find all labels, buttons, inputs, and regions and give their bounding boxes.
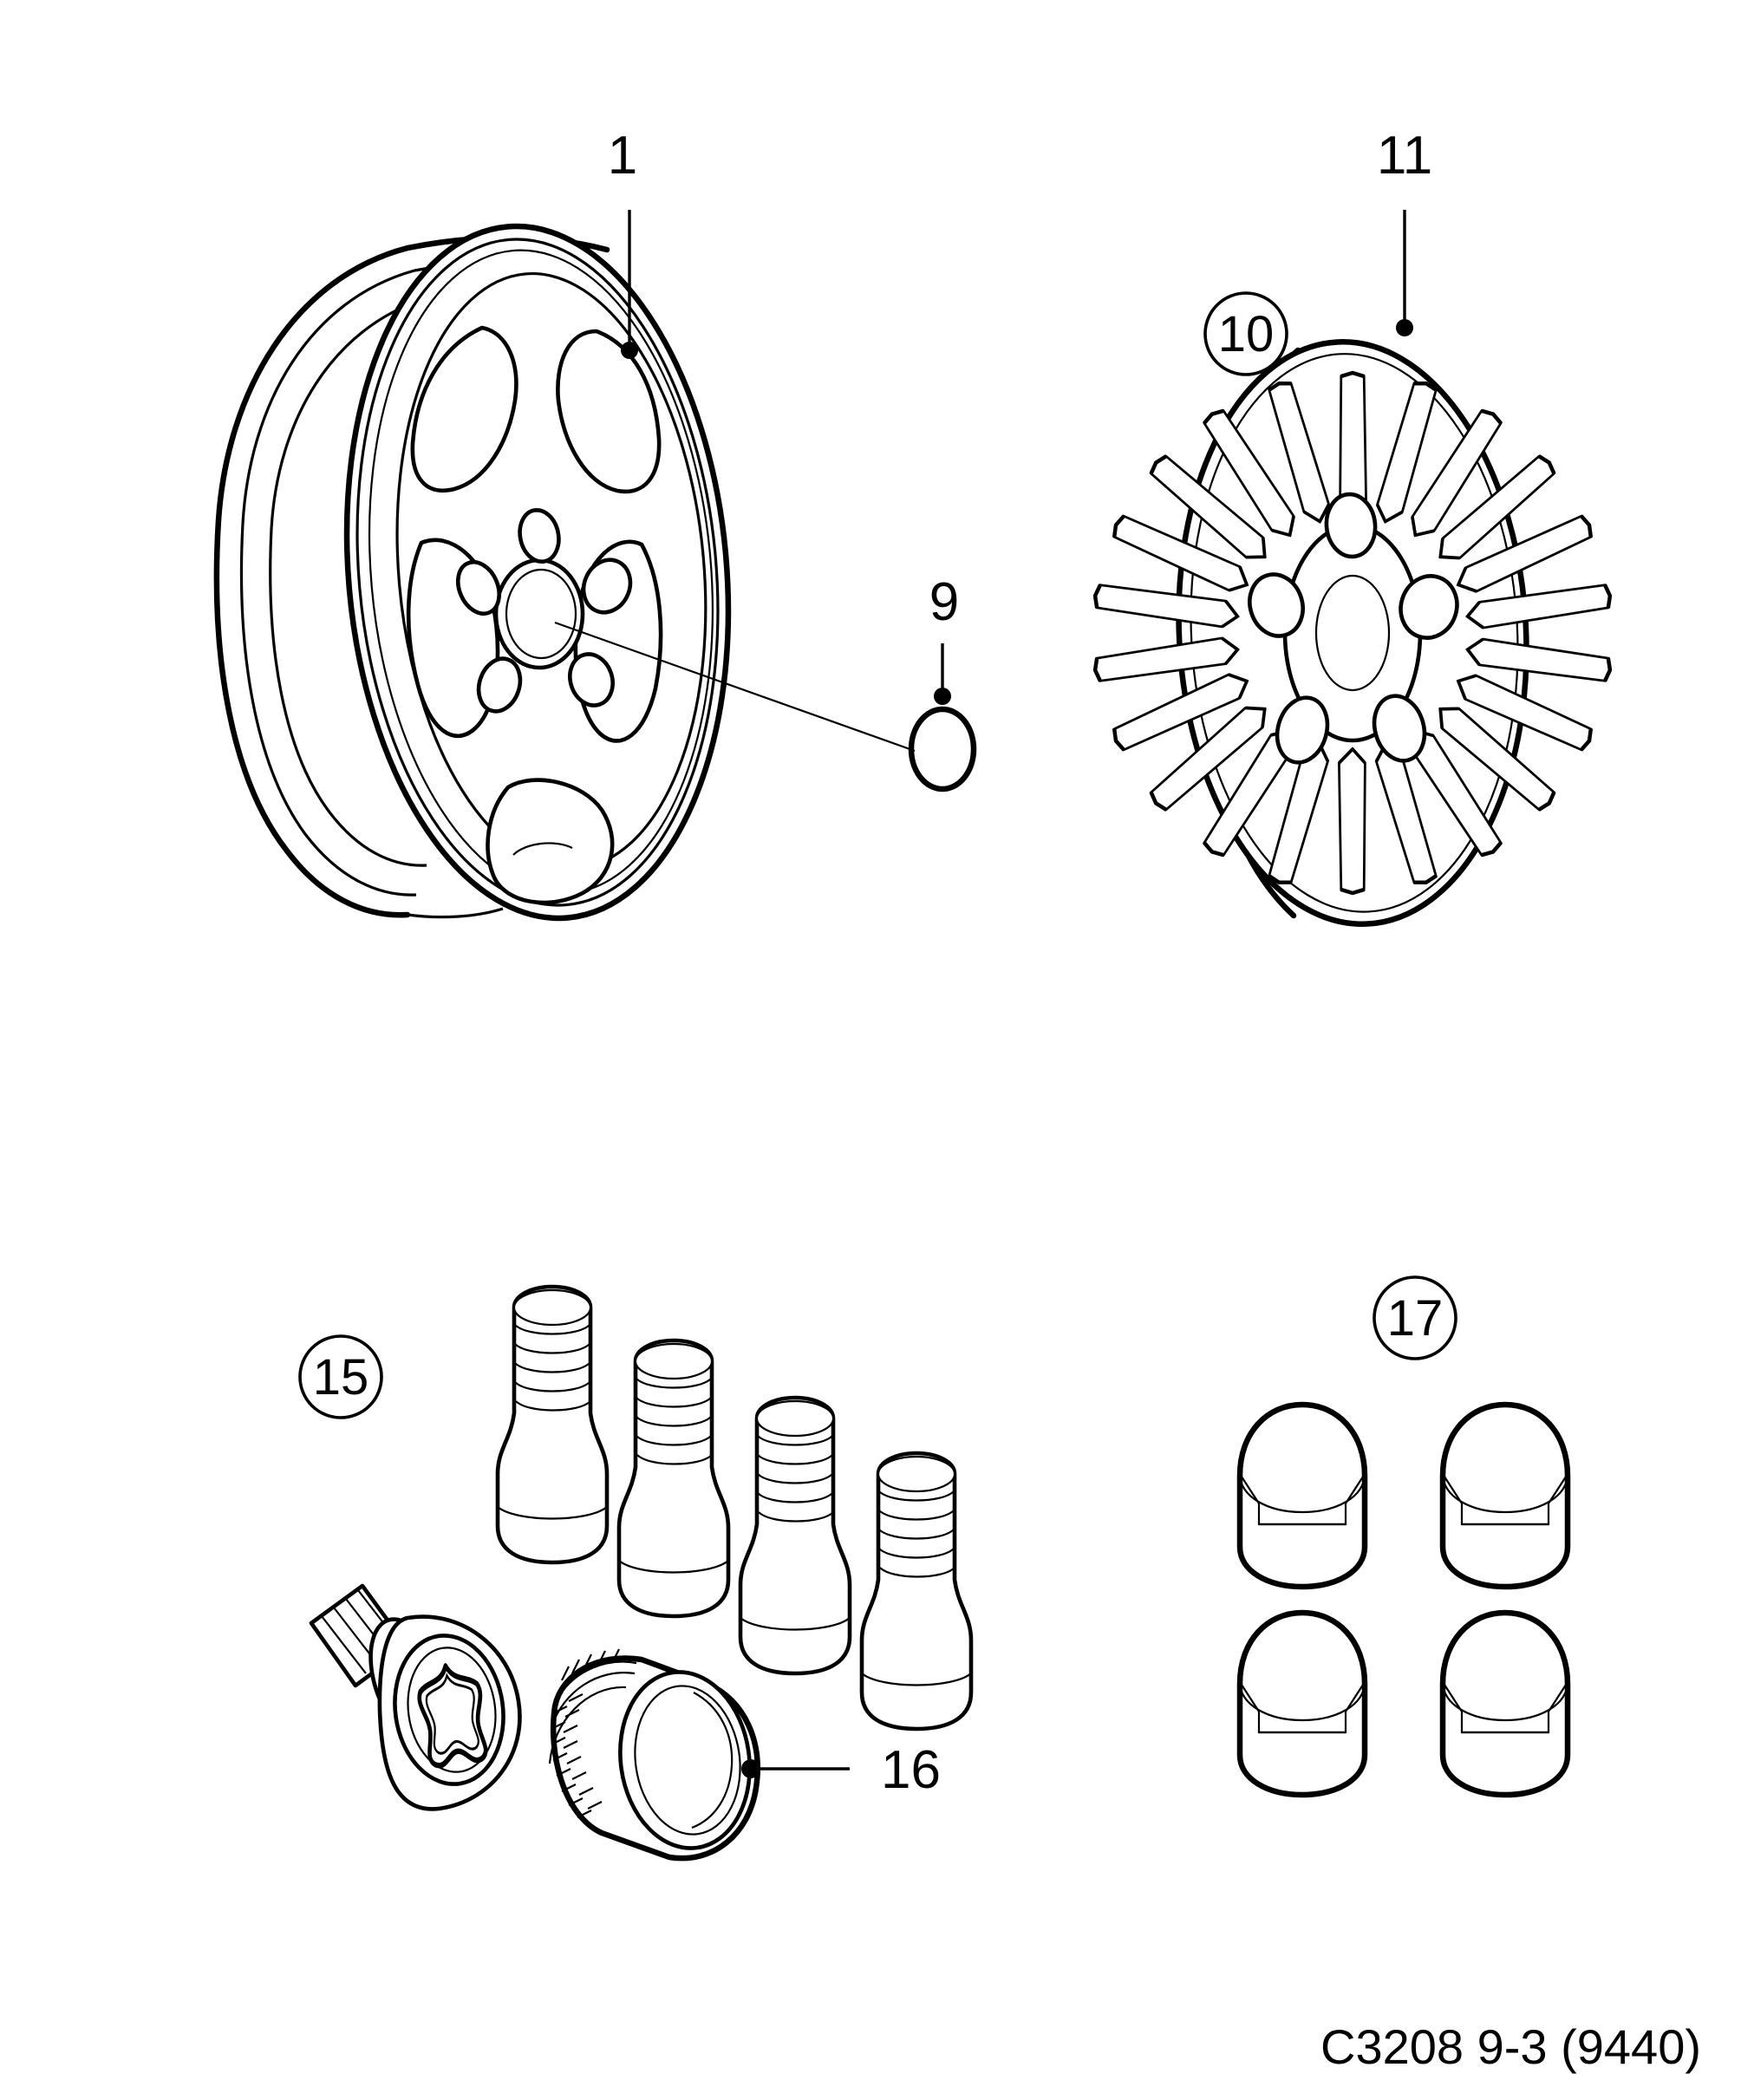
bolt-cap-group[interactable] <box>1236 1401 1571 1798</box>
bolt-cap <box>1236 1609 1368 1798</box>
callout-11-label: 11 <box>1377 126 1432 186</box>
callout-9-leader <box>554 621 951 753</box>
diagram-footer-code: C3208 9-3 (9440) <box>1320 2019 1701 2074</box>
cover-hub <box>1248 492 1459 765</box>
bolt-threads <box>757 1435 834 1523</box>
wheel-bolt <box>859 1451 974 1732</box>
wheel-cover[interactable] <box>1092 333 1613 933</box>
center-cap-emblem[interactable] <box>908 706 977 792</box>
cover-vanes <box>1092 370 1613 896</box>
bolt-cap <box>1439 1609 1571 1798</box>
knurled-band <box>548 1648 637 1818</box>
spline-socket-icon <box>417 1663 488 1769</box>
callout-9-label: 9 <box>929 572 959 632</box>
locking-bolt <box>309 1583 522 1811</box>
bolt-threads <box>636 1378 713 1465</box>
bolt-threads <box>514 1324 591 1412</box>
callout-17[interactable]: 17 <box>1373 1275 1457 1360</box>
bolt-cap <box>1236 1401 1368 1590</box>
callout-1-leader <box>621 210 638 359</box>
callout-1-label: 1 <box>608 126 637 186</box>
callout-15-label: 15 <box>313 1349 369 1405</box>
lock-key-socket <box>548 1648 760 1862</box>
lock-bolt-key[interactable] <box>309 1583 760 1862</box>
callout-16-label: 16 <box>881 1740 941 1800</box>
callout-17-label: 17 <box>1387 1290 1444 1347</box>
wheel-bolt <box>495 1284 610 1565</box>
wheel-bolt <box>616 1338 731 1619</box>
callout-16-leader <box>741 1759 850 1778</box>
bolt-cap <box>1439 1401 1571 1590</box>
wheel-bolt-group[interactable] <box>495 1284 974 1732</box>
wheel-bolt <box>738 1395 852 1676</box>
callout-11-leader <box>1396 210 1413 336</box>
callout-10-label: 10 <box>1218 306 1275 362</box>
bolt-threads <box>878 1490 955 1578</box>
wheel-hub <box>455 508 633 714</box>
callout-10[interactable]: 10 <box>1203 291 1288 376</box>
callout-15[interactable]: 15 <box>298 1334 383 1419</box>
alloy-wheel[interactable] <box>213 211 756 935</box>
